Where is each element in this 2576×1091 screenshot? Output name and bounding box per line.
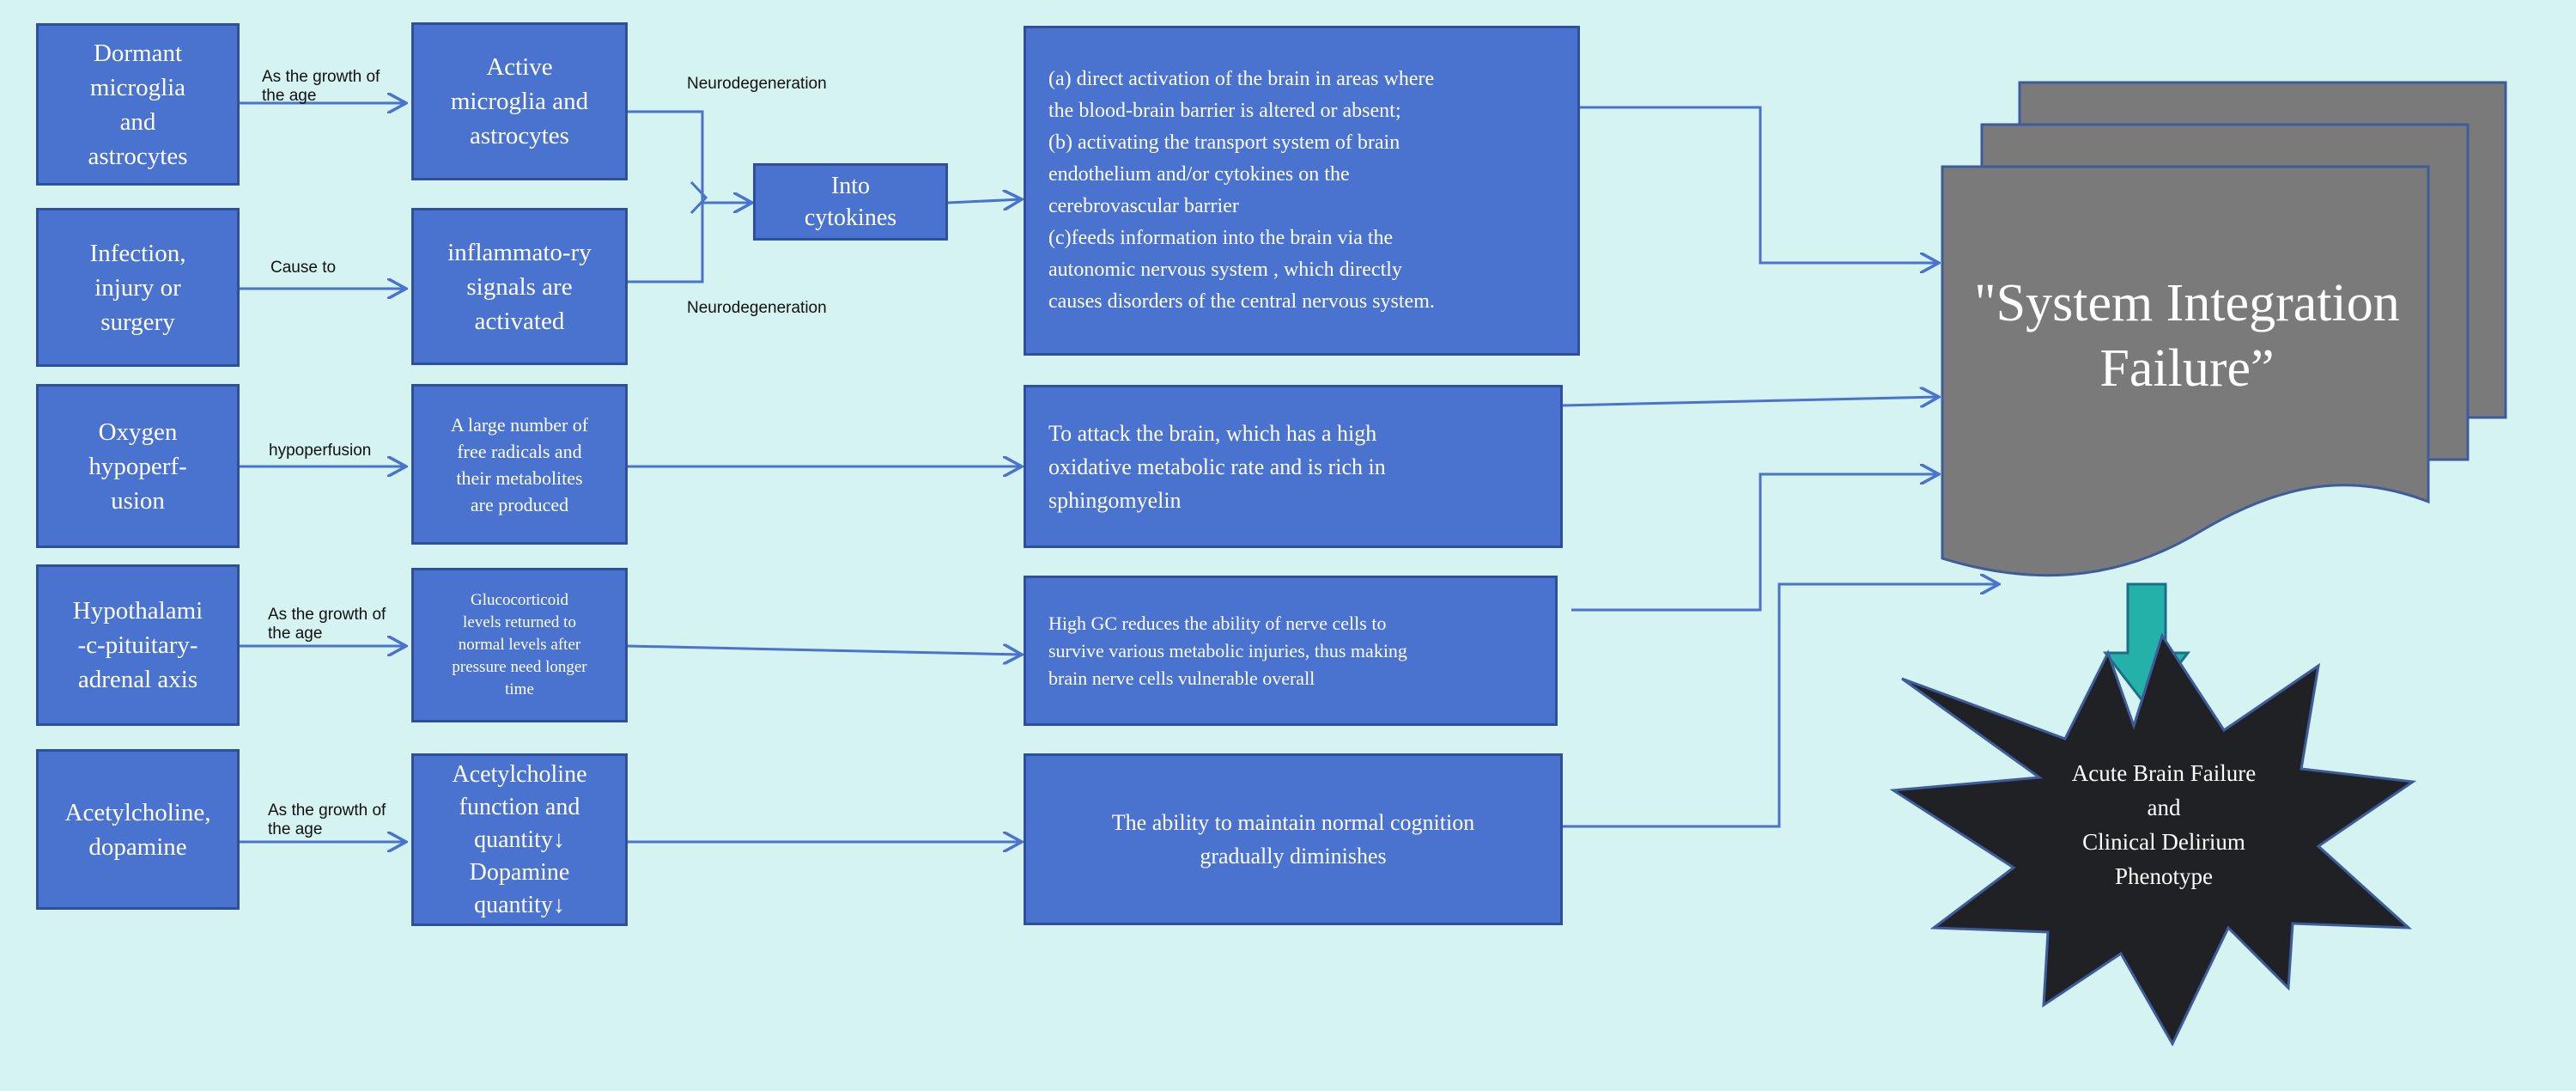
source-acetylcholine-dopamine: Acetylcholine, dopamine xyxy=(36,749,240,910)
arrows-effect-to-outcome xyxy=(627,110,1022,842)
system-failure-title: "System Integration Failure” xyxy=(1942,271,2432,401)
arrow-mechanisms-to-failure xyxy=(1580,106,1939,263)
source-label: Acetylcholine, dopamine xyxy=(64,798,211,861)
effect-label: Active microglia and astrocytes xyxy=(450,53,589,149)
edge-label-neurodegeneration-bottom: Neurodegeneration xyxy=(687,299,827,317)
source-infection: Infection, injury or surgery xyxy=(36,208,240,367)
edge-label-neurodegeneration-top: Neurodegeneration xyxy=(687,75,827,93)
arrow-glucocorticoid-to-gc xyxy=(627,646,1022,655)
source-hpa-axis: Hypothalami -c-pituitary- adrenal axis xyxy=(36,564,240,726)
outcome-mechanisms: (a) direct activation of the brain in ar… xyxy=(1024,26,1580,356)
cytokines-box: Into cytokines xyxy=(753,163,948,241)
outcome-label: The ability to maintain normal cognition… xyxy=(1111,810,1475,869)
arrow-cytokines-to-mechanisms xyxy=(947,199,1022,203)
cytokines-label: Into cytokines xyxy=(804,173,897,231)
source-label: Dormant microglia and astrocytes xyxy=(88,39,188,170)
edge-label-hypoperfusion: hypoperfusion xyxy=(269,442,372,460)
outcome-label: High GC reduces the ability of nerve cel… xyxy=(1048,612,1407,689)
final-outcome-text: Acute Brain Failure and Clinical Deliriu… xyxy=(2071,760,2257,889)
source-dormant-microglia: Dormant microglia and astrocytes xyxy=(36,23,240,186)
effect-label: Glucocorticoid levels returned to normal… xyxy=(452,591,587,698)
document-front-sheet xyxy=(1941,165,2430,577)
arrows-outcome-to-failure xyxy=(1562,106,1999,828)
source-oxygen-hypoperfusion: Oxygen hypoperf- usion xyxy=(36,384,240,548)
arrow-cognition-to-failure xyxy=(1563,584,1999,828)
effect-label: A large number of free radicals and thei… xyxy=(450,413,589,515)
source-label: Hypothalami -c-pituitary- adrenal axis xyxy=(72,597,204,693)
outcome-attack-brain: To attack the brain, which has a high ox… xyxy=(1024,385,1563,548)
arrow-gc-to-failure xyxy=(1571,474,1939,612)
connector-inflammatory-to-merge xyxy=(628,198,704,283)
edge-label-age-3: As the growth of the age xyxy=(268,801,386,838)
effect-inflammatory-signals: inflammato-ry signals are activated xyxy=(411,208,628,365)
starburst-shape xyxy=(1889,632,2417,1047)
effect-glucocorticoid: Glucocorticoid levels returned to normal… xyxy=(411,568,628,722)
edge-label-cause: Cause to xyxy=(270,259,337,277)
effect-acetylcholine-function: Acetylcholine function and quantity↓ Dop… xyxy=(411,753,628,926)
outcome-high-gc: High GC reduces the ability of nerve cel… xyxy=(1024,576,1558,726)
effect-label: inflammato-ry signals are activated xyxy=(447,238,592,335)
source-label: Oxygen hypoperf- usion xyxy=(88,418,187,515)
arrow-attack-to-failure xyxy=(1562,397,1939,405)
effect-active-microglia: Active microglia and astrocytes xyxy=(411,22,628,180)
system-failure-document xyxy=(1941,81,2507,577)
connector-active-to-merge xyxy=(628,110,704,198)
effect-free-radicals: A large number of free radicals and thei… xyxy=(411,384,628,545)
outcome-label: To attack the brain, which has a high ox… xyxy=(1048,420,1386,513)
system-failure-label: "System Integration Failure” xyxy=(1974,274,2400,398)
outcome-label: (a) direct activation of the brain in ar… xyxy=(1048,68,1435,313)
arrows-source-to-effect xyxy=(240,103,406,842)
merge-chevron-icon xyxy=(690,180,708,215)
edge-label-age-1: As the growth of the age xyxy=(262,68,380,105)
effect-label: Acetylcholine function and quantity↓ Dop… xyxy=(452,760,587,918)
edge-label-age-2: As the growth of the age xyxy=(268,606,386,643)
source-label: Infection, injury or surgery xyxy=(89,239,186,336)
outcome-cognition: The ability to maintain normal cognition… xyxy=(1024,753,1563,925)
